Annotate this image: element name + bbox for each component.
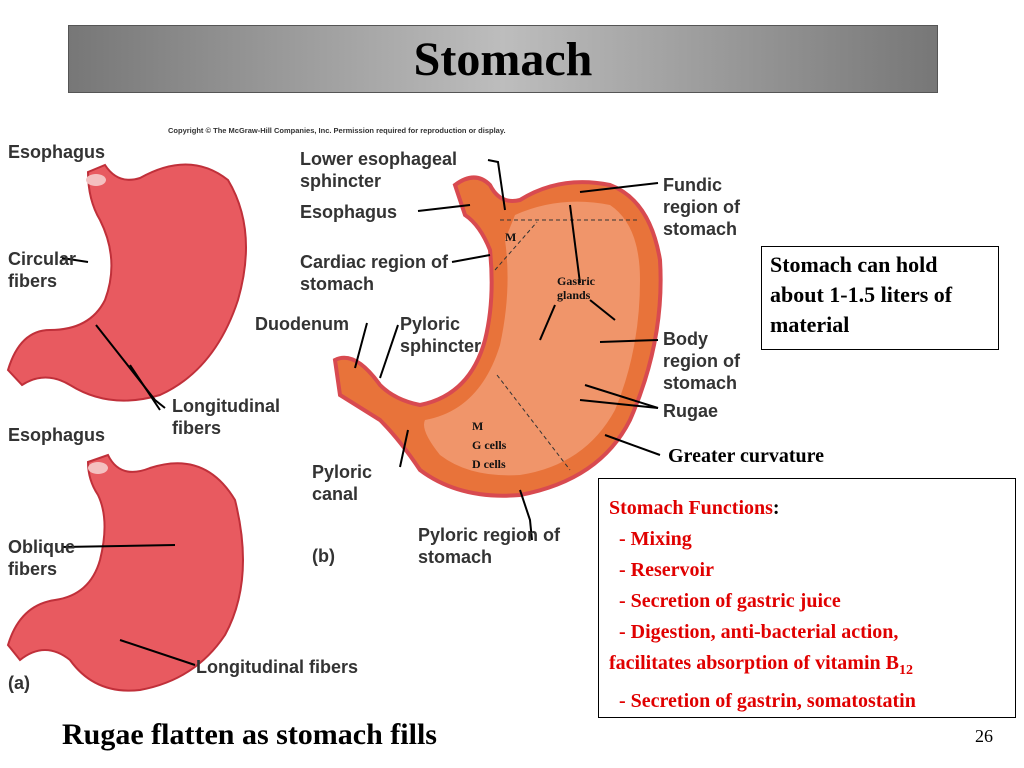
function-digestion: - Digestion, anti-bacterial action,	[619, 621, 899, 643]
label-fundic-region: Fundic region of stomach	[663, 175, 740, 239]
annotation-gastric-glands: Gastric glands	[557, 274, 595, 302]
b12-subscript: 12	[899, 663, 913, 678]
functions-heading: Stomach Functions	[609, 497, 773, 519]
label-esophagus-b: Esophagus	[300, 202, 398, 222]
label-circular-fibers: Circular fibers	[8, 249, 77, 291]
label-longitudinal-fibers-2: Longitudinal fibers	[196, 657, 358, 677]
label-cardiac-region: Cardiac region of stomach	[300, 252, 449, 294]
annotation-m: M	[472, 419, 484, 433]
capacity-note: Stomach can hold about 1-1.5 liters of m…	[770, 252, 953, 337]
label-greater-curvature: Greater curvature	[668, 445, 825, 467]
copyright-notice: Copyright © The McGraw-Hill Companies, I…	[168, 126, 506, 135]
label-longitudinal-fibers: Longitudinal fibers	[172, 396, 280, 438]
footer-caption: Rugae flatten as stomach fills	[62, 718, 437, 751]
title-bar: Stomach	[68, 25, 938, 93]
label-lower-esophageal-sphincter: Lower esophageal sphincter	[300, 149, 458, 191]
function-mixing: - Mixing	[619, 528, 692, 550]
panel-label-b: (b)	[312, 546, 335, 566]
annotation-m-top: M	[505, 230, 517, 244]
label-pyloric-sphincter: Pyloric sphincter	[400, 314, 482, 356]
label-rugae: Rugae	[663, 401, 719, 421]
annotation-d-cells: D cells	[472, 457, 506, 471]
function-reservoir: - Reservoir	[619, 559, 714, 581]
slide-title: Stomach	[413, 32, 593, 86]
function-secretion: - Secretion of gastric juice	[619, 590, 841, 612]
stomach-cross-section-image	[332, 175, 663, 498]
page-number: 26	[975, 726, 993, 746]
label-pyloric-canal: Pyloric canal	[312, 462, 373, 504]
stomach-circular-fibers-image	[6, 163, 247, 402]
stomach-oblique-fibers-image	[6, 453, 244, 692]
capacity-note-box: Stomach can hold about 1-1.5 liters of m…	[761, 246, 999, 350]
annotation-g-cells: G cells	[472, 438, 507, 452]
stomach-functions-box: Stomach Functions: - Mixing - Reservoir …	[598, 478, 1016, 718]
functions-colon: :	[772, 497, 780, 519]
label-esophagus-a2: Esophagus	[8, 425, 106, 445]
label-body-region: Body region of stomach	[663, 329, 740, 393]
function-gastrin: - Secretion of gastrin, somatostatin	[619, 690, 916, 712]
label-duodenum: Duodenum	[255, 314, 349, 334]
function-absorption: facilitates absorption of vitamin B	[609, 652, 899, 674]
label-oblique-fibers: Oblique fibers	[8, 537, 75, 579]
label-pyloric-region: Pyloric region of stomach	[418, 525, 561, 567]
label-esophagus-a: Esophagus	[8, 142, 106, 162]
panel-label-a: (a)	[8, 673, 30, 693]
